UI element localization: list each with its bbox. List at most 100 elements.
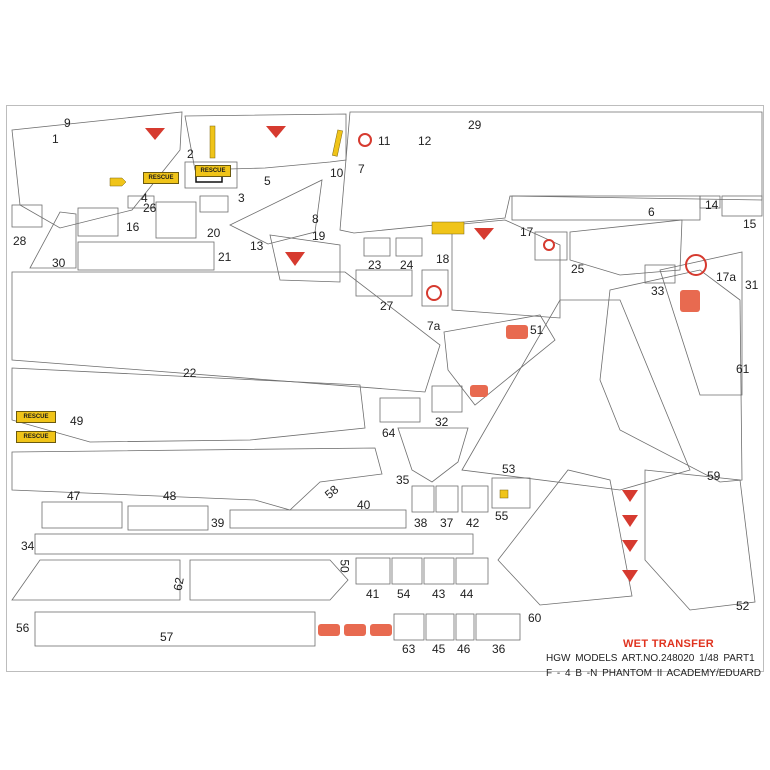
part-outline-49 [11,367,366,443]
part-number: 14 [705,198,719,212]
part-number: 41 [366,587,380,601]
part-number: 28 [13,234,27,248]
part-outline-45 [425,613,455,641]
part-outline-17 [534,231,568,261]
part-number: 52 [736,599,750,613]
part-number: 7a [427,319,441,333]
part-number: 47 [67,489,81,503]
part-outline-14 [699,195,721,209]
part-number: 5 [264,174,271,188]
part-number: 24 [400,258,414,272]
part-number: 51 [530,323,544,337]
rescue-label: RESCUE [16,431,56,443]
part-number: 36 [492,642,506,656]
part-outline-19 [269,234,341,283]
part-number: 31 [745,278,759,292]
red-ring-icon [426,285,442,301]
part-outline-24 [395,237,423,257]
warning-triangle-icon [266,126,286,138]
part-number: 43 [432,587,446,601]
part-number: 34 [21,539,35,553]
part-number: 39 [211,516,225,530]
part-number: 35 [396,473,410,487]
red-ring-icon [685,254,707,276]
part-outline-35 [397,427,469,483]
part-number: 21 [218,250,232,264]
product-line-1: HGW MODELS ART.NO.248020 1/48 PART1 [546,653,755,664]
part-outline-15 [721,195,763,217]
part-outline-22 [11,271,441,393]
part-outline-40 [229,509,407,529]
hex-cluster-icon [506,325,528,339]
part-outline-37 [435,485,459,513]
part-outline-48 [41,501,123,529]
product-line-2: F - 4 B -N PHANTOM II ACADEMY/EDUARD [546,668,761,679]
hex-cluster-group [318,290,700,636]
part-outline-28 [11,204,43,228]
warning-triangle-icon [474,228,494,240]
part-number: 40 [357,498,371,512]
warning-triangle-icon [285,252,305,266]
part-number: 49 [70,414,84,428]
part-outline-54 [391,557,423,585]
part-outline-55 [491,477,531,509]
part-outline-27 [355,269,413,297]
part-outline-6 [511,195,701,221]
part-outline-52 [644,469,756,611]
part-number: 20 [207,226,221,240]
part-outline-39 [127,505,209,531]
part-outline-16 [77,207,119,237]
part-number: 22 [183,366,197,380]
part-number: 4 [141,191,148,205]
part-outline-13 [229,179,323,245]
part-number: 27 [380,299,394,313]
part-outline-26 [127,195,155,209]
part-number: 38 [414,516,428,530]
hex-cluster-icon [680,290,700,312]
part-number: 63 [402,642,416,656]
part-number: 2 [187,147,194,161]
part-outline-41 [355,557,391,585]
part-number: 60 [528,611,542,625]
part-number: 18 [436,252,450,266]
red-ring-icon [358,133,372,147]
part-number: 55 [495,509,509,523]
part-number: 10 [330,166,344,180]
part-number: 56 [16,621,30,635]
part-outline-59 [599,269,743,483]
warning-triangle-group [145,126,638,582]
part-number: 11 [378,134,391,148]
rescue-label: RESCUE [143,172,179,184]
hex-cluster-icon [318,624,340,636]
part-outline-20 [155,201,197,239]
part-outline-64 [379,397,421,423]
part-outline-44 [455,557,489,585]
part-number: 3 [238,191,245,205]
part-number: 9 [64,116,71,130]
part-number: 32 [435,415,449,429]
part-outline-32 [431,385,463,413]
part-number: 13 [250,239,264,253]
yellow-stripe-icon [332,129,343,157]
part-outline-53 [461,299,691,491]
part-outline-20b [199,195,229,213]
part-outline-23 [363,237,391,257]
part-outline-38 [411,485,435,513]
part-outline-36 [475,613,521,641]
part-outline-46 [455,613,475,641]
part-outline-60 [497,469,633,606]
hex-cluster-icon [370,624,392,636]
warning-triangle-icon [622,540,638,552]
part-number: 62 [170,576,187,592]
rescue-label: RESCUE [195,165,231,177]
part-outline-42 [461,485,489,513]
part-outline-25 [569,219,683,276]
part-outline-30 [29,211,77,269]
wet-transfer-label: WET TRANSFER [623,638,714,650]
part-outline-47 [11,447,383,511]
part-number: 33 [651,284,665,298]
part-number: 46 [457,642,471,656]
part-number: 50 [337,559,352,573]
warning-triangle-icon [145,128,165,140]
